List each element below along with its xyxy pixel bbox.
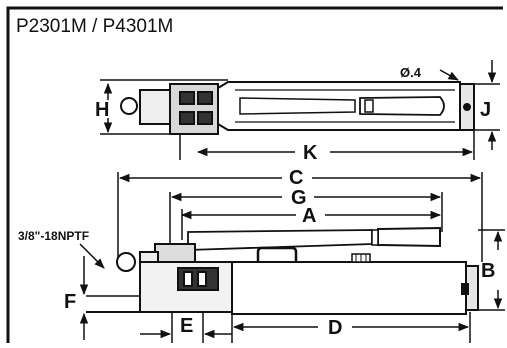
dim-j-lines	[474, 60, 500, 150]
thread-leader	[79, 243, 105, 269]
dim-label-g: G	[291, 187, 307, 209]
dim-label-h: H	[95, 99, 109, 121]
top-view	[120, 81, 475, 135]
dim-label-j: J	[480, 99, 491, 121]
dim-label-k: K	[303, 142, 318, 164]
dim-c-lines	[117, 172, 483, 262]
dim-a-lines	[180, 209, 442, 240]
diameter-leader	[439, 69, 459, 81]
thread-note: 3/8"-18NPTF	[18, 229, 89, 243]
dim-g-lines	[169, 192, 443, 245]
dim-d-lines	[231, 312, 471, 343]
dim-h-lines	[100, 79, 228, 135]
dim-label-a: A	[302, 205, 316, 227]
frame-border	[6, 6, 503, 343]
side-view	[86, 226, 479, 315]
dim-label-d: D	[328, 317, 342, 339]
dim-label-c: C	[289, 167, 303, 189]
dim-label-f: F	[64, 291, 76, 313]
dim-label-b: B	[481, 260, 495, 282]
dim-k-lines	[179, 130, 475, 160]
dim-e-lines	[140, 312, 232, 343]
dim-label-e: E	[180, 315, 193, 337]
diameter-note: Ø.4	[400, 65, 422, 80]
model-title: P2301M / P4301M	[16, 16, 174, 37]
dim-b-lines	[478, 229, 505, 311]
